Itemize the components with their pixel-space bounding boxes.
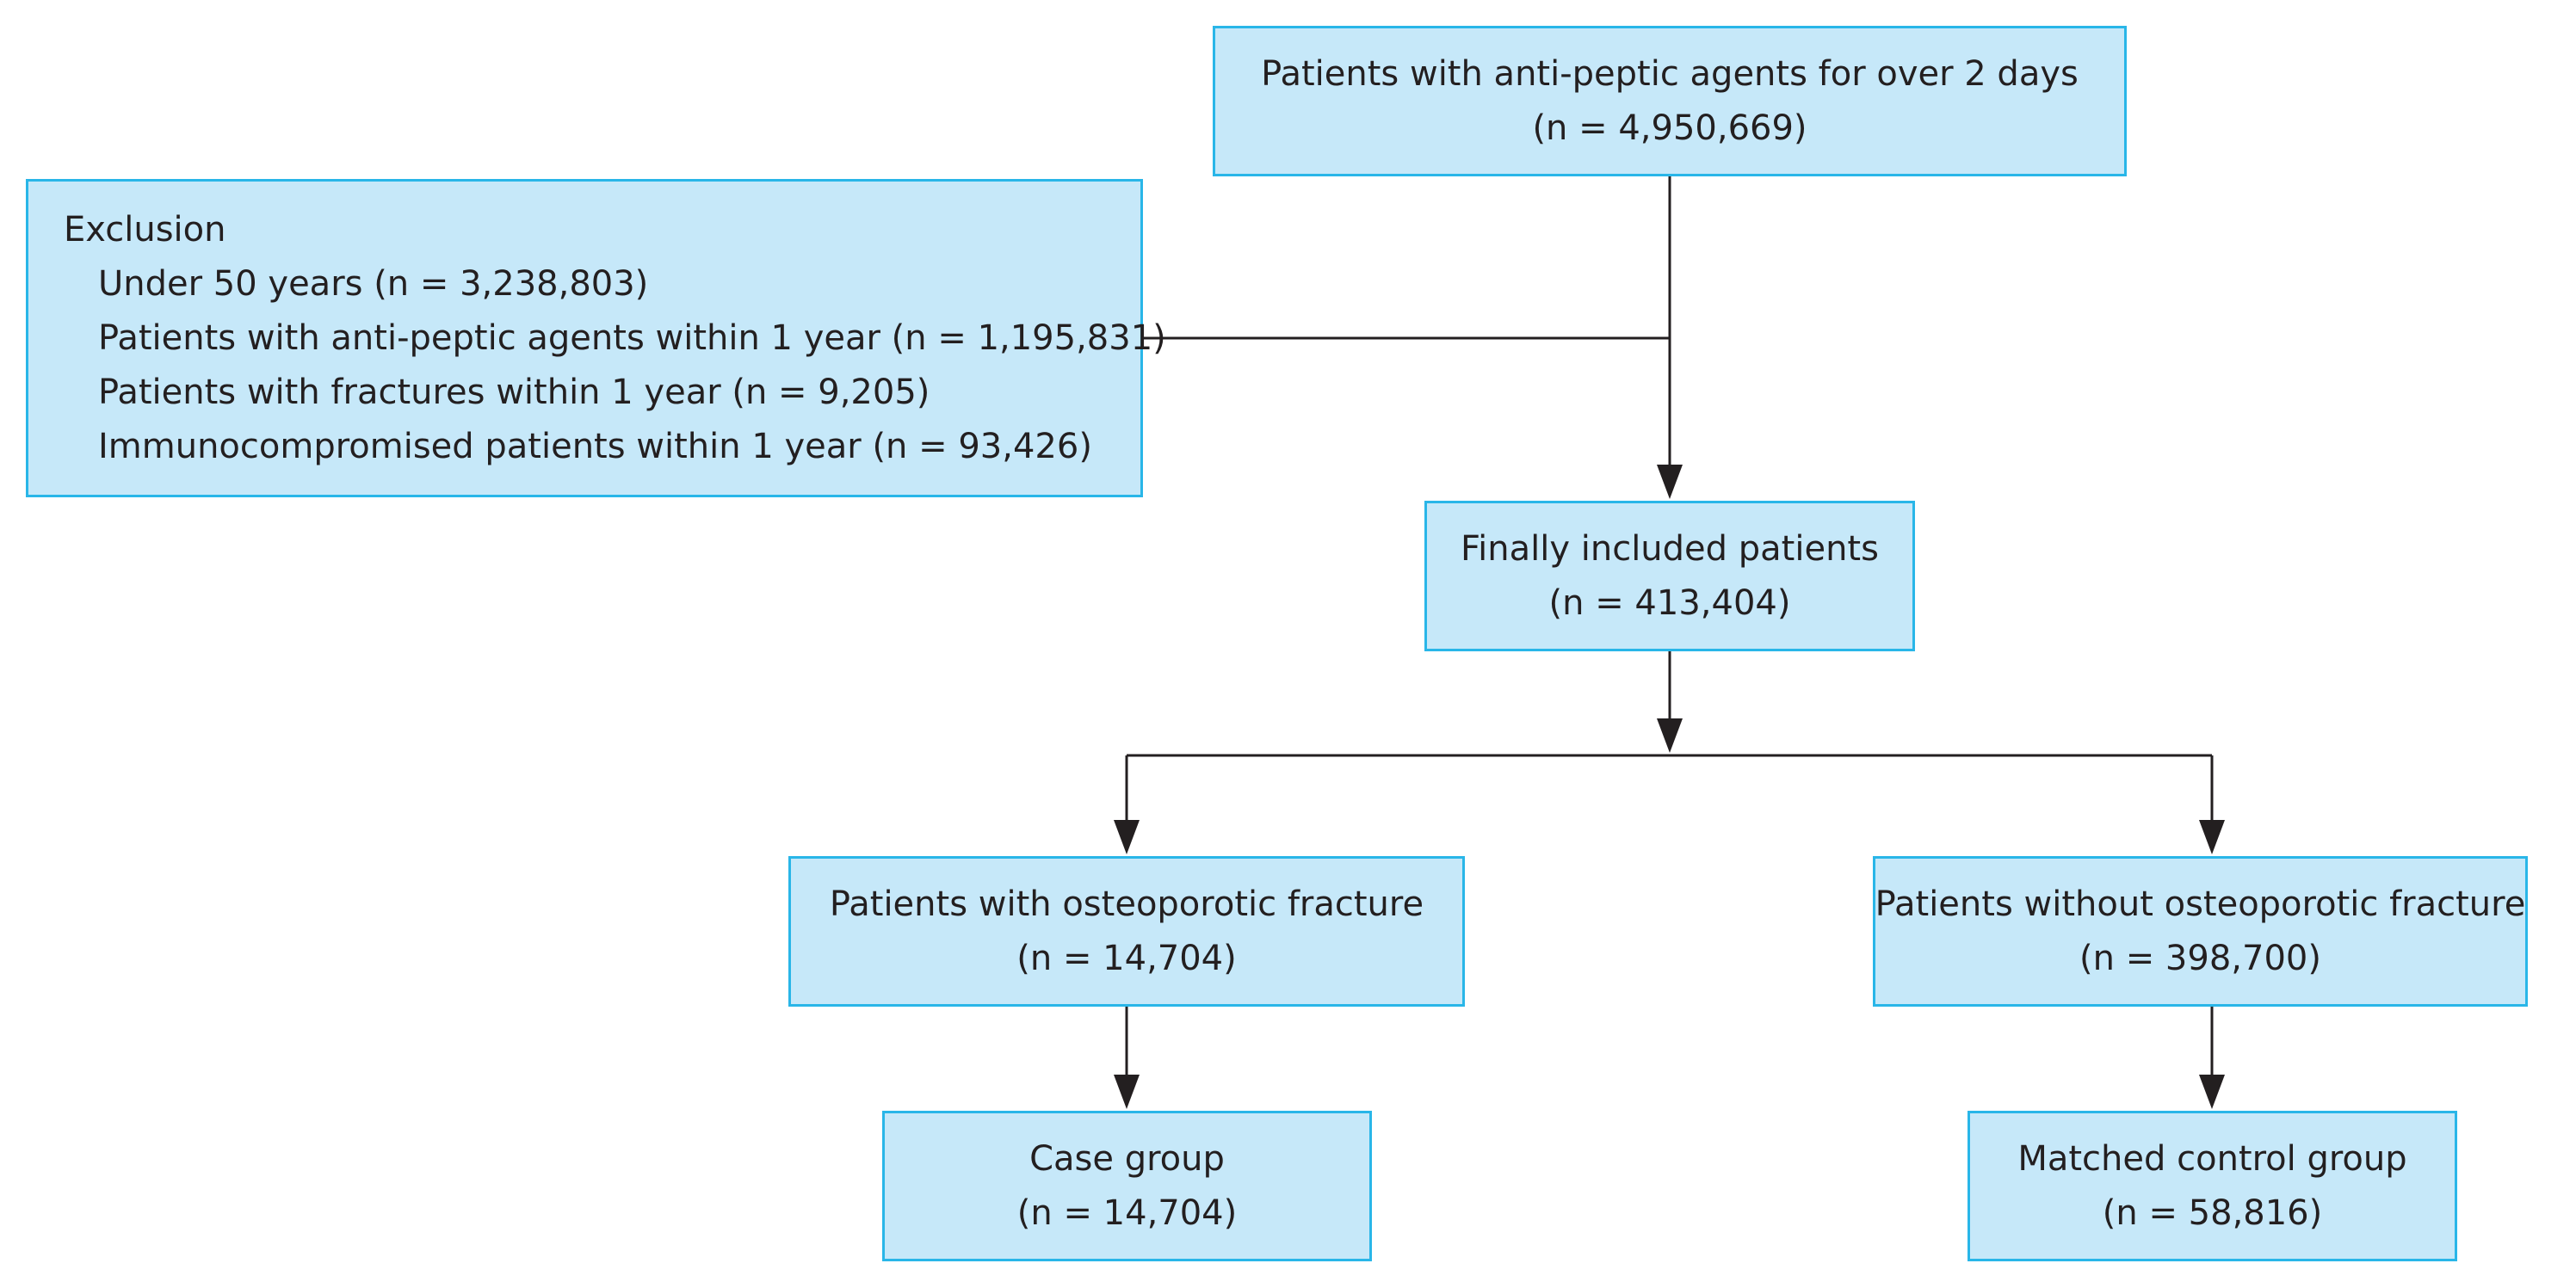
box-finally-included-count: (n = 413,404) — [1548, 582, 1791, 623]
arrowhead-included — [1657, 465, 1683, 499]
exclusion-heading: Exclusion — [64, 209, 226, 250]
exclusion-item: Immunocompromised patients within 1 year… — [98, 426, 1092, 466]
box-matched-control-group-count: (n = 58,816) — [2102, 1192, 2323, 1233]
box-case-group-count: (n = 14,704) — [1016, 1192, 1238, 1233]
arrowhead-control — [2199, 1075, 2225, 1109]
box-without-fracture: Patients without osteoporotic fracture (… — [1873, 856, 2528, 1007]
box-case-group-label: Case group — [1029, 1138, 1225, 1179]
box-without-fracture-count: (n = 398,700) — [2079, 938, 2321, 978]
box-initial-patients-count: (n = 4,950,669) — [1532, 108, 1807, 148]
arrowhead-with-fracture — [1114, 820, 1140, 854]
box-matched-control-group: Matched control group (n = 58,816) — [1968, 1111, 2457, 1261]
box-matched-control-group-label: Matched control group — [2017, 1138, 2407, 1179]
exclusion-item: Patients with anti-peptic agents within … — [98, 317, 1166, 358]
exclusion-item: Patients with fractures within 1 year (n… — [98, 372, 930, 412]
arrowhead-without-fracture — [2199, 820, 2225, 854]
arrowhead-split — [1657, 718, 1683, 753]
arrowhead-case — [1114, 1075, 1140, 1109]
box-finally-included-label: Finally included patients — [1461, 528, 1879, 569]
box-case-group: Case group (n = 14,704) — [882, 1111, 1372, 1261]
box-initial-patients-label: Patients with anti-peptic agents for ove… — [1261, 53, 2079, 94]
box-with-fracture-label: Patients with osteoporotic fracture — [829, 884, 1424, 924]
box-exclusion: Exclusion Under 50 years (n = 3,238,803)… — [26, 179, 1166, 497]
box-with-fracture: Patients with osteoporotic fracture (n =… — [788, 856, 1465, 1007]
box-finally-included: Finally included patients (n = 413,404) — [1424, 501, 1915, 651]
exclusion-list: Under 50 years (n = 3,238,803) Patients … — [64, 257, 1166, 474]
box-without-fracture-label: Patients without osteoporotic fracture — [1875, 884, 2526, 924]
box-with-fracture-count: (n = 14,704) — [1016, 938, 1237, 978]
box-initial-patients: Patients with anti-peptic agents for ove… — [1213, 26, 2127, 176]
exclusion-item: Under 50 years (n = 3,238,803) — [98, 263, 649, 304]
